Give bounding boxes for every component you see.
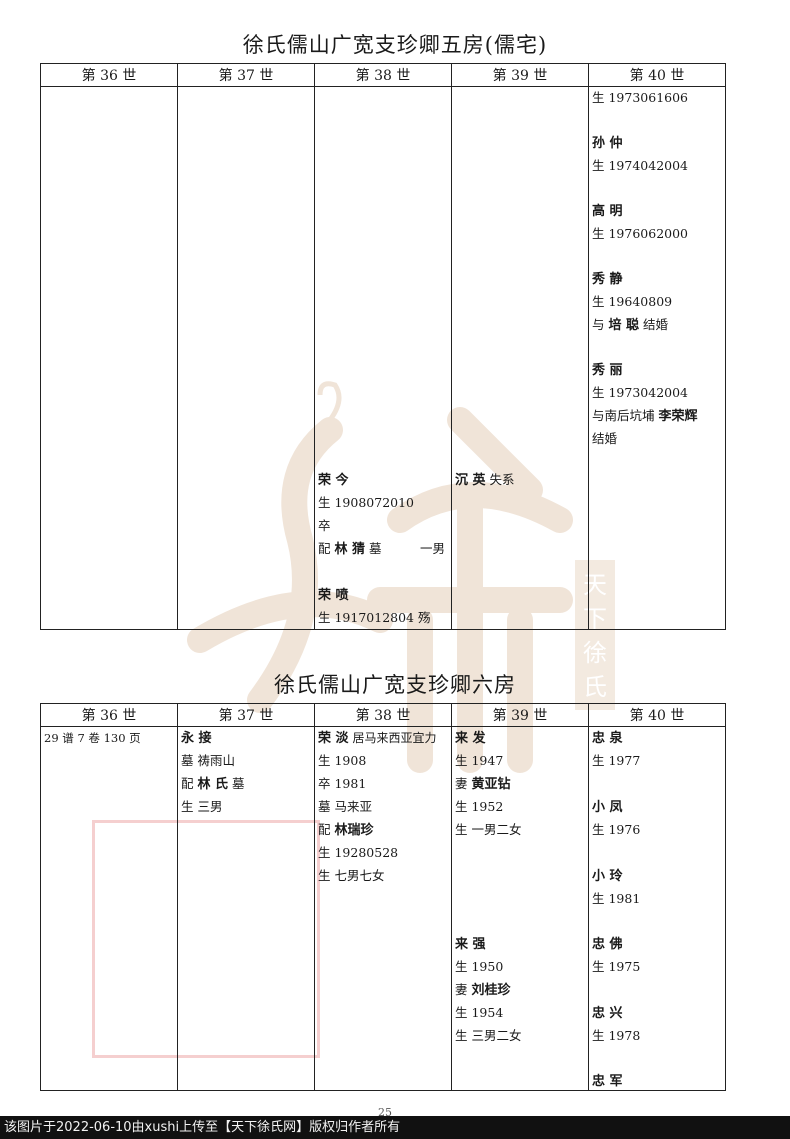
- header-gen-39: 第 39 世: [451, 703, 589, 727]
- header-gen-37: 第 37 世: [177, 63, 315, 87]
- person-name: 来 强: [455, 937, 486, 952]
- birth-date: 生 1950: [455, 959, 504, 974]
- spouse-label: 配: [318, 822, 331, 837]
- person-name: 小 玲: [592, 869, 623, 884]
- person-name: 忠 军: [592, 1074, 623, 1089]
- lineage-note: 失系: [489, 472, 515, 487]
- birth-date: 生 1976: [592, 822, 641, 837]
- birth-date: 生 1908072010: [318, 495, 415, 510]
- birth-date: 生 1917012804 殇: [318, 610, 431, 625]
- spouse-name: 黄亚钻: [471, 777, 511, 792]
- person-name: 来 发: [455, 731, 486, 746]
- wife-label: 妻: [455, 776, 468, 791]
- cell-gen-36: 29 谱 7 卷 130 页: [40, 726, 178, 1091]
- cell-gen-37: [177, 86, 315, 630]
- birth-date: 生 1981: [592, 891, 641, 906]
- birth-date: 生 1973042004: [592, 385, 689, 400]
- birth-date: 生 19280528: [318, 845, 399, 860]
- header-gen-37: 第 37 世: [177, 703, 315, 727]
- grave-location: 墓 马来亚: [318, 799, 372, 814]
- header-gen-36: 第 36 世: [40, 703, 178, 727]
- birth-date: 生 1952: [455, 799, 504, 814]
- person-name: 沉 英: [455, 473, 486, 488]
- spouse-label: 配: [181, 776, 194, 791]
- birth-date: 生 1975: [592, 959, 641, 974]
- page-number: 25: [378, 1106, 392, 1119]
- children-note: 生 一男二女: [455, 822, 522, 837]
- person-name: 高 明: [592, 204, 623, 219]
- header-gen-39: 第 39 世: [451, 63, 589, 87]
- marriage-prefix: 与: [592, 317, 605, 332]
- person-name: 荣 喷: [318, 588, 349, 603]
- children-note: 生 七男七女: [318, 868, 385, 883]
- death-date: 卒 1981: [318, 776, 367, 791]
- cell-gen-36: [40, 86, 178, 630]
- spouse-name: 林瑞珍: [334, 823, 374, 838]
- marriage-suffix: 结婚: [592, 431, 618, 446]
- person-name: 秀 丽: [592, 363, 623, 378]
- header-gen-38: 第 38 世: [314, 703, 452, 727]
- person-name: 荣 淡: [318, 731, 349, 746]
- person-name: 孙 仲: [592, 136, 623, 151]
- birth-date: 生 1978: [592, 1028, 641, 1043]
- table2-title: 徐氏儒山广宽支珍卿六房: [274, 673, 516, 697]
- header-gen-38: 第 38 世: [314, 63, 452, 87]
- birth-date: 生 1954: [455, 1005, 504, 1020]
- children-note: 生 三男二女: [455, 1028, 522, 1043]
- birth-date: 生 1977: [592, 753, 641, 768]
- birth-date: 生 1974042004: [592, 158, 689, 173]
- upload-notice-bar: 该图片于2022-06-10由xushi上传至【天下徐氏网】版权归作者所有: [0, 1116, 790, 1139]
- spouse-name: 培 聪: [608, 318, 640, 333]
- birth-date: 生 1908: [318, 753, 367, 768]
- spouse-name: 李荣辉: [658, 409, 698, 424]
- cell-gen-39: 沉 英 失系: [451, 86, 589, 630]
- spouse-name: 林 氏: [197, 777, 229, 792]
- birth-date: 生 1976062000: [592, 226, 689, 241]
- spouse-name: 刘桂珍: [471, 983, 511, 998]
- cell-gen-38: 荣 今 生 1908072010 卒 配 林 猜 墓 一男 荣 喷 生 1917…: [314, 86, 452, 630]
- cell-gen-40: 忠 泉 生 1977 小 凤 生 1976 小 玲 生 1981 忠 佛 生 1…: [588, 726, 726, 1091]
- genealogy-table-5th-house: 第 36 世 第 37 世 第 38 世 第 39 世 第 40 世 荣 今 生…: [40, 63, 726, 630]
- person-name: 秀 静: [592, 272, 623, 287]
- person-name: 忠 兴: [592, 1006, 623, 1021]
- wife-label: 妻: [455, 982, 468, 997]
- person-name: 忠 佛: [592, 937, 623, 952]
- cell-gen-40: 生 1973061606 孙 仲 生 1974042004 高 明 生 1976…: [588, 86, 726, 630]
- genealogy-table-6th-house: 第 36 世 第 37 世 第 38 世 第 39 世 第 40 世 29 谱 …: [40, 703, 726, 1091]
- grave-label: 墓: [232, 776, 245, 791]
- death-note: 卒: [318, 518, 331, 533]
- spouse-name: 林 猜: [334, 542, 366, 557]
- header-gen-36: 第 36 世: [40, 63, 178, 87]
- person-name: 小 凤: [592, 800, 623, 815]
- person-name: 忠 泉: [592, 731, 623, 746]
- person-name: 荣 今: [318, 473, 349, 488]
- children-note: 一男: [420, 541, 446, 556]
- cell-gen-39: 来 发 生 1947 妻 黄亚钻 生 1952 生 一男二女 来 强 生 195…: [451, 726, 589, 1091]
- birth-date: 生 1947: [455, 753, 504, 768]
- header-gen-40: 第 40 世: [588, 703, 726, 727]
- grave-location: 墓 祷雨山: [181, 753, 235, 768]
- residence-note: 居马来西亚宜力: [352, 731, 437, 745]
- person-name: 永 接: [181, 731, 212, 746]
- marriage-prefix: 与南后坑埔: [592, 408, 655, 423]
- marriage-suffix: 结婚: [643, 317, 669, 332]
- table1-title: 徐氏儒山广宽支珍卿五房(儒宅): [242, 33, 548, 57]
- children-note: 生 三男: [181, 799, 223, 814]
- spouse-label: 配: [318, 541, 331, 556]
- cell-gen-38: 荣 淡 居马来西亚宜力 生 1908 卒 1981 墓 马来亚 配 林瑞珍 生 …: [314, 726, 452, 1091]
- cell-gen-37: 永 接 墓 祷雨山 配 林 氏 墓 生 三男: [177, 726, 315, 1091]
- grave-label: 墓: [369, 541, 382, 556]
- birth-date: 生 19640809: [592, 294, 673, 309]
- source-reference: 29 谱 7 卷 130 页: [44, 731, 141, 745]
- header-gen-40: 第 40 世: [588, 63, 726, 87]
- birth-date: 生 1973061606: [592, 90, 689, 105]
